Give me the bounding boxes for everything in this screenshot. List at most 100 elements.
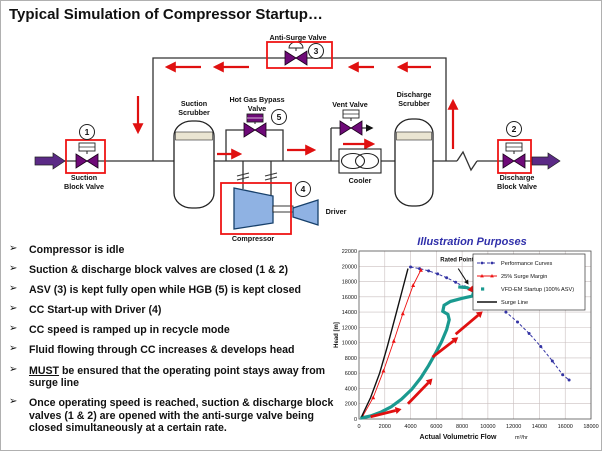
bullet-text: Compressor is idle (29, 244, 125, 256)
tag-4: 4 (301, 184, 306, 194)
legend-label-performance: Performance Curves (501, 261, 552, 267)
vent-valve (339, 109, 363, 136)
x-tick-label: 0 (357, 424, 360, 430)
process-pipes (41, 57, 533, 196)
x-tick-label: 12000 (506, 424, 521, 430)
cooler (338, 148, 382, 174)
y-tick-label: 2000 (345, 402, 357, 408)
x-tick-label: 18000 (583, 424, 598, 430)
feed-arrow (34, 152, 66, 170)
tag-1-circle (79, 124, 95, 140)
legend-label-surge_margin: 25% Surge Margin (501, 274, 547, 280)
marker-performance (445, 276, 449, 280)
discharge-scrubber (394, 118, 434, 207)
plot-border (358, 250, 592, 420)
discharge-scrubber-label: Scrubber (398, 99, 430, 108)
bullet-arrow-icon: ➢ (9, 363, 18, 375)
equipment-labels: Anti-Surge Valve Suction Scrubber Hot Ga… (64, 33, 537, 243)
hot-gas-bypass-label: Hot Gas Bypass (229, 95, 284, 104)
bullet-item: ➢ASV (3) is kept fully open while HGB (5… (8, 283, 340, 297)
suction-scrubber-label: Scrubber (178, 108, 210, 117)
x-tick-label: 4000 (404, 424, 416, 430)
process-diagram: 1 2 3 4 5 Anti-Surge Valve Suction Scrub… (34, 33, 561, 243)
highlight-boxes (65, 41, 532, 235)
rated-point-arrow-head (464, 279, 469, 285)
tag-3: 3 (314, 46, 319, 56)
legend-marker-surge_margin (480, 274, 484, 278)
suction-block-valve-label: Block Valve (64, 182, 104, 191)
marker-surge_margin (381, 368, 386, 373)
tag-5-circle (271, 109, 287, 125)
suction-block-valve-label: Suction (71, 173, 97, 182)
discharge-scrubber-label: Discharge (397, 90, 432, 99)
bullet-item: ➢CC Start-up with Driver (4) (8, 303, 340, 317)
product-arrow (531, 152, 561, 170)
series-startup (359, 285, 476, 420)
x-tick-label: 16000 (558, 424, 573, 430)
legend-marker-surge_margin (490, 274, 494, 278)
discharge-block-valve-label: Discharge (500, 173, 535, 182)
bullet-text: Once operating speed is reached, suction… (29, 397, 334, 435)
marker-performance (436, 272, 440, 276)
startup-path-arrow (431, 339, 455, 359)
x-tick-label: 6000 (430, 424, 442, 430)
y-tick-label: 12000 (342, 325, 357, 331)
startup-path-arrow-head (467, 285, 474, 293)
marker-performance (527, 331, 531, 335)
y-tick-label: 4000 (345, 386, 357, 392)
bullet-arrow-icon: ➢ (9, 263, 18, 275)
startup-path-arrow (406, 381, 430, 405)
discharge-block-valve (502, 142, 526, 169)
bullet-text: ASV (3) is kept fully open while HGB (5)… (29, 284, 301, 297)
bullet-item: ➢ CC speed is ramped up in recycle mode (8, 323, 340, 337)
y-tick-label: 10000 (342, 341, 357, 347)
anti-surge-valve-label: Anti-Surge Valve (269, 33, 326, 42)
startup-path-arrow (370, 409, 397, 419)
tag-4-circle (295, 181, 311, 197)
rated-point-label: Rated Point (440, 258, 473, 264)
highlight-compressor (220, 182, 292, 235)
y-tick-label: 18000 (342, 280, 357, 286)
cooler-label: Cooler (349, 176, 372, 185)
slide-title: Typical Simulation of Compressor Startup… (9, 6, 323, 23)
legend-marker-performance (480, 261, 484, 265)
x-tick-label: 10000 (480, 424, 495, 430)
bullet-item: ➢Fluid flowing through CC increases & de… (8, 343, 340, 357)
startup-path-arrow (454, 314, 480, 336)
bullet-arrow-icon: ➢ (9, 323, 18, 335)
bullet-text: CC speed is ramped up in recycle mode (29, 324, 230, 337)
legend-label-startup: VFD-EM Startup (100% ASV) (501, 287, 574, 293)
highlight-anti-surge-valve (266, 41, 333, 69)
y-tick-label: 8000 (345, 356, 357, 362)
tag-2-circle (506, 121, 522, 137)
driver (292, 199, 319, 226)
tag-3-circle (308, 43, 324, 59)
compressor-label: Compressor (232, 234, 275, 243)
tag-2: 2 (512, 124, 517, 134)
x-tick-label: 14000 (532, 424, 547, 430)
marker-surge_margin (391, 338, 396, 343)
series-surge_line (360, 268, 409, 418)
marker-performance (539, 344, 543, 348)
highlight-discharge-block-valve (497, 139, 532, 174)
tag-5: 5 (277, 112, 282, 122)
x-axis-title: Actual Volumetric Flow (420, 434, 497, 441)
bullet-arrow-icon: ➢ (9, 343, 18, 355)
bullet-text: MUST be ensured that the operating point… (29, 364, 326, 390)
hot-gas-bypass-line (225, 129, 284, 161)
startup-path-arrow-head (425, 378, 433, 386)
marker-performance (504, 310, 508, 314)
marker-performance (409, 265, 413, 269)
marker-surge_margin (371, 395, 376, 400)
startup-path-arrow-head (451, 337, 459, 344)
driver-label: Driver (326, 207, 347, 216)
legend-label-surge_line: Surge Line (501, 300, 528, 306)
marker-performance (550, 359, 554, 363)
suction-block-valve (75, 142, 99, 169)
x-axis-unit: m³/hr (515, 435, 528, 441)
flow-direction-arrows (132, 61, 459, 160)
bullet-item: ➢Compressor is idle (8, 243, 340, 257)
shaft (272, 205, 294, 213)
y-axis-title: Head [m] (334, 322, 340, 348)
